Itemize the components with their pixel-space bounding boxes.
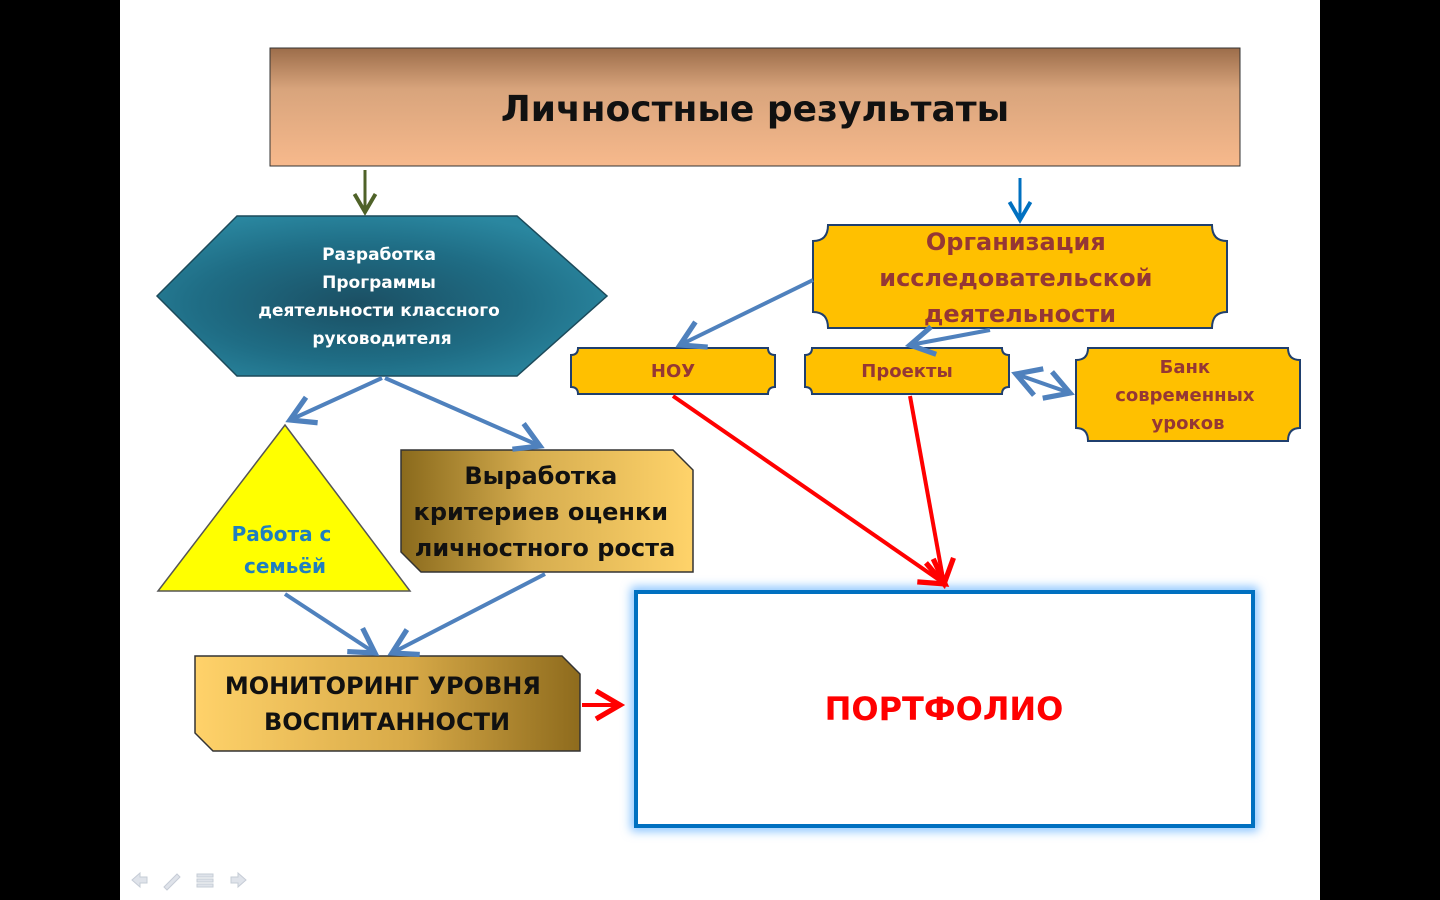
slideshow-controls <box>131 871 247 891</box>
title-text: Личностные результаты <box>501 89 1009 130</box>
title-box <box>269 47 1241 167</box>
monitoring-box <box>194 655 581 752</box>
program-text: Разработка Программы деятельности классн… <box>258 245 505 349</box>
prev-slide-icon[interactable] <box>131 871 148 889</box>
pen-icon[interactable] <box>163 873 181 891</box>
program-hexagon <box>155 215 609 377</box>
projects-box <box>804 347 1010 395</box>
bank-text: Банк современных уроков <box>1115 357 1260 434</box>
projects-text: Проекты <box>861 361 952 382</box>
diagram-canvas: Личностные результаты Разработка Програм… <box>131 47 1301 891</box>
arrow-projects-to-portfolio <box>908 395 956 590</box>
research-text: Организация исследовательской деятельнос… <box>879 228 1161 328</box>
arrow-criteria-to-monitoring <box>387 572 546 658</box>
arrow-research-to-nou <box>675 278 814 350</box>
criteria-text: Выработка критериев оценки личностного р… <box>414 462 677 562</box>
monitoring-text: МОНИТОРИНГ УРОВНЯ ВОСПИТАННОСТИ <box>225 672 549 736</box>
research-box <box>812 224 1228 329</box>
menu-icon[interactable] <box>196 873 214 888</box>
portfolio-text: ПОРТФОЛИО <box>825 690 1064 728</box>
family-triangle <box>156 423 412 592</box>
family-text: Работа с семьёй <box>232 522 339 578</box>
arrow-research-to-projects <box>904 324 991 357</box>
arrow-projects-bank <box>1011 366 1075 401</box>
arrow-program-to-family <box>285 376 383 426</box>
arrow-nou-to-portfolio <box>671 394 950 587</box>
arrow-family-to-monitoring <box>283 592 380 656</box>
portfolio-box <box>634 590 1255 828</box>
slide: Личностные результаты Разработка Програм… <box>120 0 1320 900</box>
arrow-program-to-criteria <box>384 376 545 452</box>
bank-box <box>1075 347 1301 442</box>
nou-text: НОУ <box>651 361 695 382</box>
nou-box <box>570 347 776 395</box>
criteria-box <box>400 449 694 573</box>
next-slide-icon[interactable] <box>230 871 247 889</box>
